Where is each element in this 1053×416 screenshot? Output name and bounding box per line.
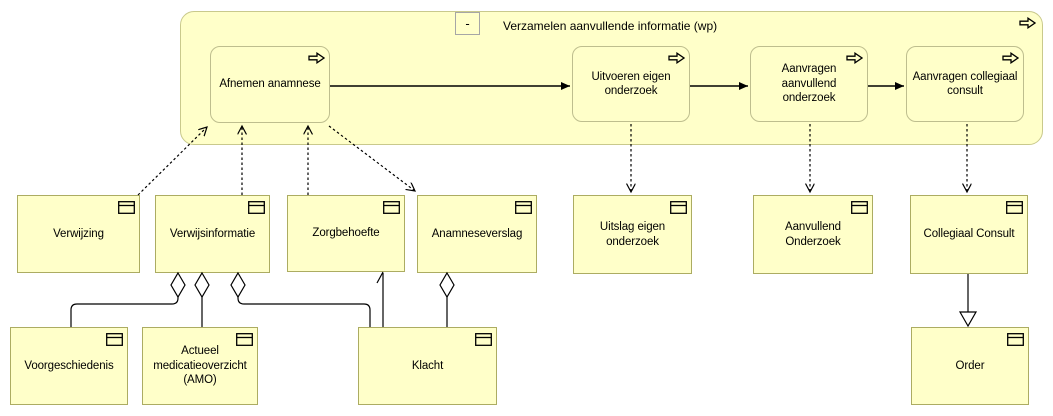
- object-verwijzing[interactable]: Verwijzing: [17, 195, 140, 273]
- object-order[interactable]: Order: [911, 327, 1029, 405]
- object-label: Verwijzing: [53, 227, 104, 240]
- process-label: Uitvoeren eigen onderzoek: [591, 70, 671, 97]
- object-label: Actueel medicatieoverzicht (AMO): [153, 345, 247, 387]
- object-label: Voorgeschiedenis: [24, 359, 114, 372]
- object-label: Zorgbehoefte: [312, 227, 380, 240]
- process-arrow-icon: [1002, 52, 1019, 64]
- object-klacht[interactable]: Klacht: [358, 327, 497, 405]
- business-object-icon: [1007, 333, 1024, 346]
- process-label: Afnemen anamnese: [219, 78, 321, 91]
- process-afnemen-anamnese[interactable]: Afnemen anamnese: [210, 46, 330, 123]
- rel-aggregation-anamneseverslag-klacht: [439, 271, 455, 327]
- rel-specialization-collegiaal-consult-order: [958, 274, 978, 328]
- process-label: Aanvragen collegiaal consult: [912, 70, 1018, 97]
- process-arrow-icon: [846, 52, 863, 64]
- object-label: Uitslag eigen onderzoek: [599, 221, 666, 248]
- object-label: Collegiaal Consult: [923, 228, 1015, 241]
- process-label: Aanvragen aanvullend onderzoek: [781, 63, 837, 105]
- object-zorgbehoefte[interactable]: Zorgbehoefte: [287, 195, 405, 272]
- business-object-icon: [851, 201, 868, 214]
- object-voorgeschiedenis[interactable]: Voorgeschiedenis: [10, 327, 128, 405]
- business-object-icon: [248, 201, 265, 214]
- object-label: Order: [955, 359, 985, 372]
- process-aanvragen-collegiaal-consult[interactable]: Aanvragen collegiaal consult: [906, 46, 1024, 122]
- object-uitslag-eigen-onderzoek[interactable]: Uitslag eigen onderzoek: [573, 195, 692, 274]
- object-verwijsinformatie[interactable]: Verwijsinformatie: [155, 195, 270, 273]
- business-object-icon: [236, 333, 253, 346]
- object-actueel-medicatieoverzicht-amo[interactable]: Actueel medicatieoverzicht (AMO): [142, 327, 258, 405]
- business-object-icon: [515, 201, 532, 214]
- business-object-icon: [475, 333, 492, 346]
- object-aanvullend-onderzoek[interactable]: Aanvullend Onderzoek: [753, 195, 873, 274]
- object-label: Klacht: [411, 359, 444, 372]
- process-arrow-icon: [1019, 17, 1036, 29]
- group-title: Verzamelen aanvullende informatie (wp): [503, 19, 718, 33]
- collapse-button[interactable]: -: [455, 12, 480, 35]
- process-aanvragen-aanvullend-onderzoek[interactable]: Aanvragen aanvullend onderzoek: [750, 46, 868, 122]
- rel-aggregation-verwijsinformatie-amo: [194, 271, 210, 327]
- rel-association-klacht-zorgbehoefte: [376, 271, 384, 327]
- process-arrow-icon: [668, 52, 685, 64]
- business-object-icon: [670, 201, 687, 214]
- object-label: Verwijsinformatie: [169, 227, 256, 240]
- business-object-icon: [118, 201, 135, 214]
- object-collegiaal-consult[interactable]: Collegiaal Consult: [910, 195, 1028, 274]
- object-label: Aanvullend Onderzoek: [785, 221, 841, 248]
- object-anamneseverslag[interactable]: Anamneseverslag: [417, 195, 537, 273]
- process-uitvoeren-eigen-onderzoek[interactable]: Uitvoeren eigen onderzoek: [572, 46, 690, 122]
- object-label: Anamneseverslag: [431, 227, 523, 240]
- process-arrow-icon: [308, 52, 325, 64]
- business-object-icon: [1006, 201, 1023, 214]
- rel-aggregation-verwijsinformatie-klacht: [230, 271, 371, 327]
- business-object-icon: [383, 201, 400, 214]
- business-object-icon: [106, 333, 123, 346]
- rel-aggregation-verwijsinformatie-voorgeschiedenis: [70, 271, 186, 327]
